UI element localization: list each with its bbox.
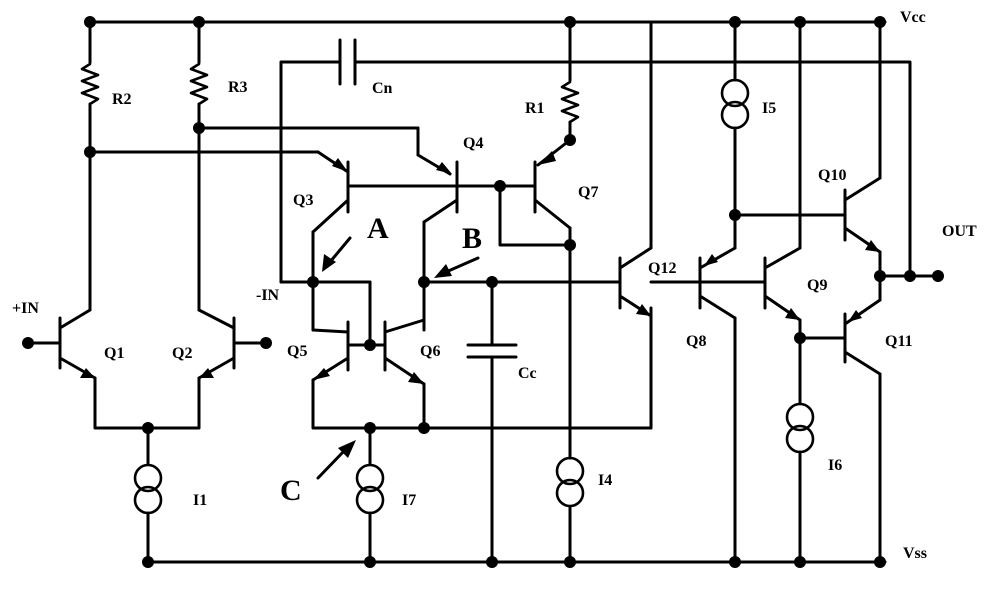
i1-label: I1 [193, 492, 207, 509]
vcc-label: Vcc [900, 9, 926, 26]
out-label: OUT [942, 223, 977, 240]
r2-label: R2 [112, 91, 132, 108]
q2-label: Q2 [172, 345, 192, 362]
input-stage-wiring [26, 20, 452, 564]
cc-label: Cc [518, 365, 537, 382]
q12-label: Q12 [648, 260, 676, 277]
i5-label: I5 [762, 100, 776, 117]
r1-label: R1 [525, 100, 545, 117]
q9-label: Q9 [807, 277, 827, 294]
in-minus-label: -IN [256, 287, 280, 304]
mirror-stage-wiring [311, 280, 653, 564]
q8-label: Q8 [686, 333, 706, 350]
i7-label: I7 [402, 492, 416, 509]
node-markers [316, 236, 480, 480]
node-c-label: C [280, 474, 302, 507]
i4-label: I4 [598, 472, 612, 489]
q11-label: Q11 [885, 333, 913, 350]
in-plus-label: +IN [12, 300, 39, 317]
junction-dots [22, 16, 944, 568]
q5-label: Q5 [287, 343, 307, 360]
node-b-label: B [462, 222, 482, 255]
cn-label: Cn [372, 80, 393, 97]
i6-label: I6 [828, 457, 842, 474]
node-a-label: A [367, 212, 389, 245]
q10-label: Q10 [818, 167, 846, 184]
output-stage-wiring [618, 20, 940, 564]
q3-label: Q3 [293, 192, 313, 209]
q1-label: Q1 [104, 345, 124, 362]
q4-label: Q4 [463, 135, 483, 152]
q6-label: Q6 [420, 343, 440, 360]
vss-label: Vss [903, 545, 927, 562]
q7-label: Q7 [578, 184, 598, 201]
r3-label: R3 [228, 79, 248, 96]
